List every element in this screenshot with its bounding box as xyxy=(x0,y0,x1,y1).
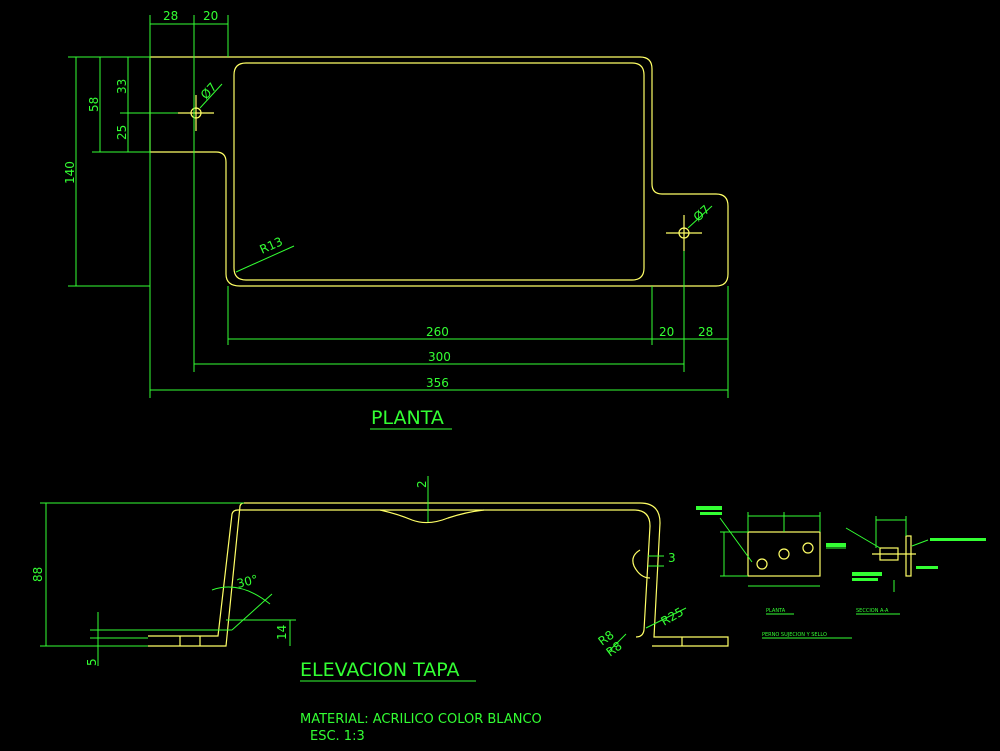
bolt-detail: PLANTA SECCION A-A PERNO SUJECION Y SELL… xyxy=(696,506,986,639)
hole-1 xyxy=(178,95,214,131)
elevation-dimension-lines xyxy=(40,476,687,666)
dim-5: 5 xyxy=(85,658,99,666)
dim-r25: R25 xyxy=(659,605,686,629)
detail-bolt-2 xyxy=(778,548,790,560)
material-line-2: ESC. 1:3 xyxy=(310,729,365,744)
material-line-1: MATERIAL: ACRILICO COLOR BLANCO xyxy=(300,712,542,727)
detail-bolt-1 xyxy=(756,558,768,570)
dim-left-33: 33 xyxy=(115,79,129,94)
dim-356: 356 xyxy=(426,376,449,390)
elevation-inner-profile xyxy=(148,509,651,638)
detail-section-nut xyxy=(879,547,899,561)
detail-leader-block-2 xyxy=(700,512,722,515)
elevation-view: 88 2 3 30° 14 5 R25 R8 R8 ELEVACION TAPA xyxy=(31,476,729,682)
detail-leader-block-1 xyxy=(696,506,722,510)
plan-dimension-lines xyxy=(68,15,729,398)
detail-leader-block-3 xyxy=(826,543,846,547)
elevation-notch xyxy=(379,509,485,524)
detail-section-label: SECCION A-A xyxy=(856,608,889,614)
hole-2 xyxy=(666,215,702,251)
dim-hole-1: Ø7 xyxy=(198,80,220,102)
dim-r13: R13 xyxy=(258,234,285,256)
detail-plan-dims xyxy=(719,512,846,587)
plan-inner-window xyxy=(233,62,645,281)
dim-2: 2 xyxy=(415,480,429,488)
dim-top-20: 20 xyxy=(203,9,218,23)
detail-section-block-2 xyxy=(852,572,882,576)
dim-28: 28 xyxy=(698,325,713,339)
dim-3: 3 xyxy=(668,551,676,565)
detail-section-block-3 xyxy=(852,578,878,581)
dim-300: 300 xyxy=(428,350,451,364)
plan-title: PLANTA xyxy=(371,407,444,429)
dim-left-140: 140 xyxy=(63,161,77,184)
dim-30deg: 30° xyxy=(235,572,259,591)
dim-left-58: 58 xyxy=(87,97,101,112)
detail-section-block-1 xyxy=(930,538,986,541)
plan-view: 28 20 33 25 58 140 Ø7 Ø7 R13 260 20 28 3… xyxy=(63,9,729,430)
plan-outer-outline xyxy=(149,56,729,287)
detail-bolt-3 xyxy=(802,542,814,554)
detail-caption: PERNO SUJECION Y SELLO xyxy=(762,632,827,638)
dim-20: 20 xyxy=(659,325,674,339)
detail-section-dims xyxy=(845,516,929,592)
detail-section-block-4 xyxy=(916,566,938,569)
dim-hole-2: Ø7 xyxy=(691,202,713,224)
dim-14: 14 xyxy=(275,625,289,640)
dim-260: 260 xyxy=(426,325,449,339)
elevation-side-notch xyxy=(632,549,651,579)
dim-top-28: 28 xyxy=(163,9,178,23)
detail-plan-label: PLANTA xyxy=(766,608,786,614)
dim-left-25: 25 xyxy=(115,125,129,140)
elevation-outer-profile xyxy=(148,502,729,647)
dim-88: 88 xyxy=(31,567,45,582)
elevation-title: ELEVACION TAPA xyxy=(300,659,460,681)
detail-section-plate xyxy=(905,535,912,577)
detail-plate xyxy=(747,531,821,577)
